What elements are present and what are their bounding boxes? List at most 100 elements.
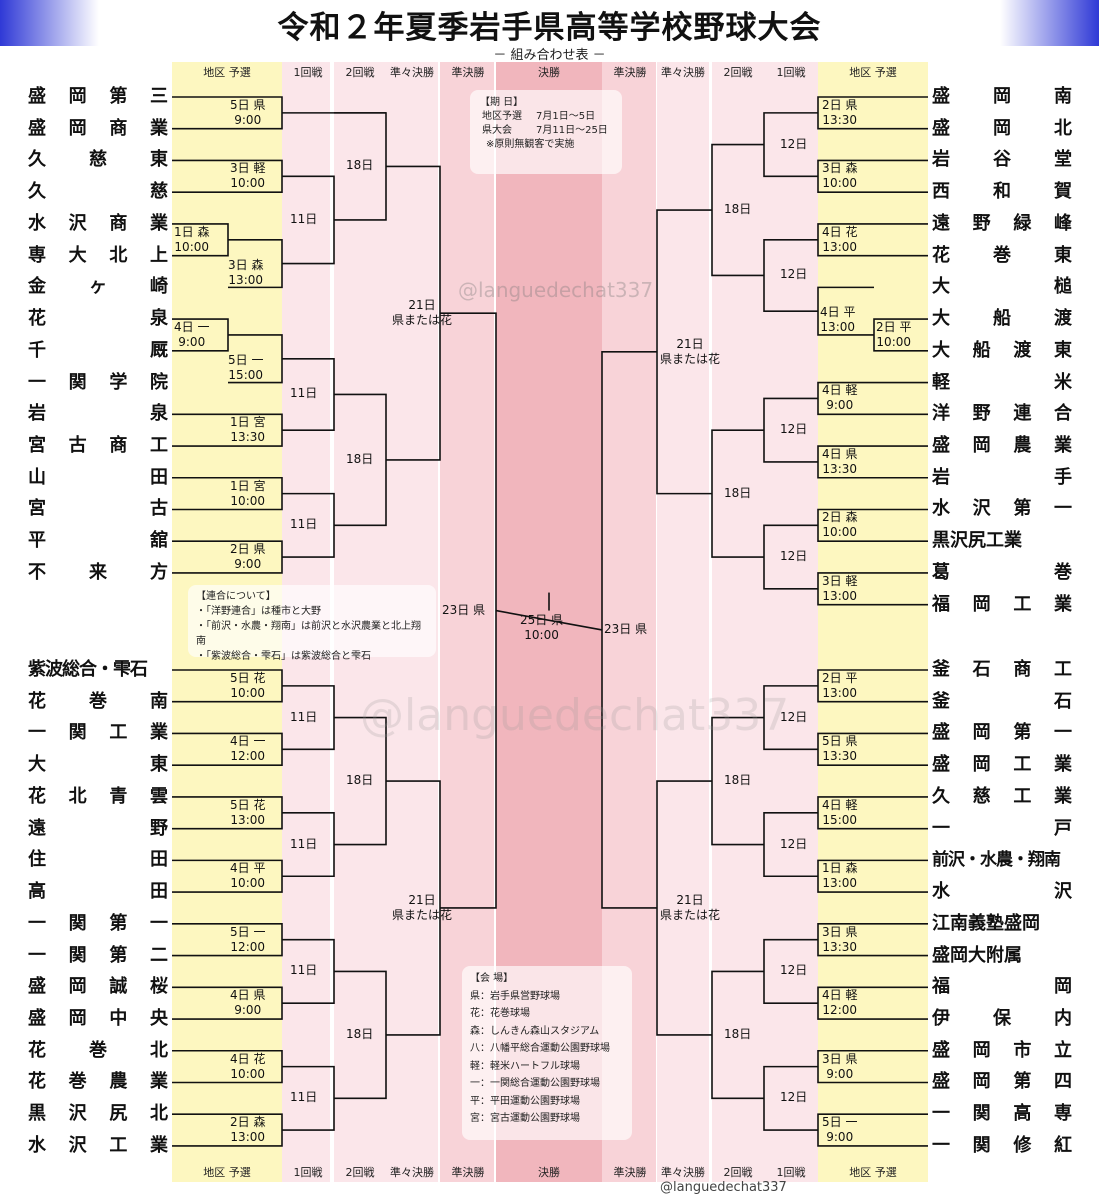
team-name: 遠野緑峰 bbox=[932, 212, 1072, 234]
team-name: 盛岡誠桜 bbox=[28, 976, 168, 998]
r1-date: 12日 bbox=[780, 709, 808, 724]
r1-date: 11日 bbox=[290, 1090, 318, 1105]
team-name: 金ヶ崎 bbox=[28, 276, 168, 298]
sf-date: 23日 県 bbox=[604, 621, 648, 636]
team-name: 一戸 bbox=[932, 817, 1072, 839]
team-name: 岩泉 bbox=[28, 403, 168, 425]
qf-date: 21日県または花 bbox=[392, 892, 453, 922]
team-name: 盛岡商業 bbox=[28, 117, 168, 139]
sf-date: 23日 県 bbox=[442, 602, 486, 617]
r1-date: 11日 bbox=[290, 211, 318, 226]
team-name: 水沢 bbox=[932, 881, 1072, 903]
team-name: 一関修紅 bbox=[932, 1134, 1072, 1156]
schedule-row1-value: 7月1日～5日 bbox=[536, 111, 596, 122]
round-header-left: 準決勝 bbox=[451, 66, 485, 79]
team-name: 軽米 bbox=[932, 371, 1072, 393]
team-name: 釜石商工 bbox=[932, 659, 1072, 680]
team-name: 前沢・水農・翔南 bbox=[932, 850, 1061, 871]
r1-date: 12日 bbox=[780, 1090, 808, 1105]
team-name: 紫波総合・雫石 bbox=[28, 659, 148, 680]
team-name: 水沢第一 bbox=[932, 498, 1072, 520]
r2-date: 18日 bbox=[724, 202, 752, 217]
page-subtitle: － 組み合わせ表 － bbox=[493, 48, 606, 63]
round-footer-left: 地区 予選 bbox=[203, 1166, 251, 1179]
team-name: 花巻北 bbox=[28, 1039, 168, 1061]
team-name: 花巻南 bbox=[28, 690, 168, 712]
prelim-bracket bbox=[172, 796, 283, 830]
r2-band-right bbox=[712, 62, 764, 1182]
r1-date: 12日 bbox=[780, 963, 808, 978]
venue-line: 森：しんきん森山スタジアム bbox=[470, 1025, 600, 1037]
round-header-left: 地区 予選 bbox=[203, 66, 251, 79]
watermark-center: @languedechat337 bbox=[360, 690, 790, 741]
round-footer-right: 2回戦 bbox=[723, 1166, 753, 1179]
team-name: 盛岡第一 bbox=[932, 722, 1072, 744]
prelim-bracket bbox=[172, 732, 283, 766]
round-header-left: 準々決勝 bbox=[390, 66, 434, 79]
team-name: 一関学院 bbox=[28, 371, 168, 393]
title-banner bbox=[0, 0, 1099, 46]
team-name: 住田 bbox=[28, 849, 168, 871]
round-footer-right: 1回戦 bbox=[776, 1166, 806, 1179]
round-header-right: 2回戦 bbox=[723, 66, 753, 79]
r2-date: 18日 bbox=[724, 773, 752, 788]
team-name: 水沢工業 bbox=[28, 1134, 168, 1156]
prelim-bracket bbox=[172, 986, 283, 1020]
team-name: 葛巻 bbox=[932, 561, 1072, 583]
r1-date: 12日 bbox=[780, 549, 808, 564]
prelim-bracket bbox=[172, 1113, 283, 1147]
venue-line: 宮：宮古運動公園野球場 bbox=[470, 1113, 580, 1124]
r1-date: 11日 bbox=[290, 836, 318, 851]
team-name: 西和賀 bbox=[932, 181, 1072, 203]
team-name: 久慈工業 bbox=[932, 785, 1072, 807]
team-name: 平舘 bbox=[28, 530, 168, 552]
team-name: 岩手 bbox=[932, 466, 1072, 488]
team-name: 福岡工業 bbox=[932, 593, 1072, 615]
prelim-bracket bbox=[172, 1049, 283, 1084]
watermark-bottom: @languedechat337 bbox=[660, 1180, 787, 1195]
rengo-line: ・「前沢・水農・翔南」は前沢と水沢農業と北上翔南 bbox=[196, 621, 421, 647]
team-name: 専大北上 bbox=[28, 244, 168, 266]
venue-title: 【会 場】 bbox=[470, 973, 514, 984]
team-name: 江南義塾盛岡 bbox=[932, 912, 1040, 934]
team-name: 盛岡農業 bbox=[932, 435, 1072, 457]
round-header-right: 地区 予選 bbox=[849, 66, 897, 79]
team-name: 盛岡南 bbox=[932, 86, 1072, 107]
team-name: 宮古商工 bbox=[28, 435, 168, 457]
round-footer-left: 準々決勝 bbox=[390, 1166, 434, 1179]
round-header-left: 2回戦 bbox=[345, 66, 375, 79]
rengo-line: ・「洋野連合」は種市と大野 bbox=[196, 606, 321, 617]
prelim-bracket bbox=[172, 476, 283, 511]
r1-date: 12日 bbox=[780, 136, 808, 151]
team-name: 釜石 bbox=[932, 690, 1072, 712]
prelim-bracket bbox=[172, 540, 283, 574]
round-header-right: 1回戦 bbox=[776, 66, 806, 79]
round-footer-left: 2回戦 bbox=[345, 1166, 375, 1179]
venue-line: 軽：軽米ハートフル球場 bbox=[470, 1060, 580, 1072]
team-name: 大船渡 bbox=[932, 308, 1072, 330]
team-name: 盛岡第四 bbox=[932, 1071, 1072, 1093]
team-name: 宮古 bbox=[28, 498, 168, 520]
prelim-bracket bbox=[172, 413, 283, 447]
